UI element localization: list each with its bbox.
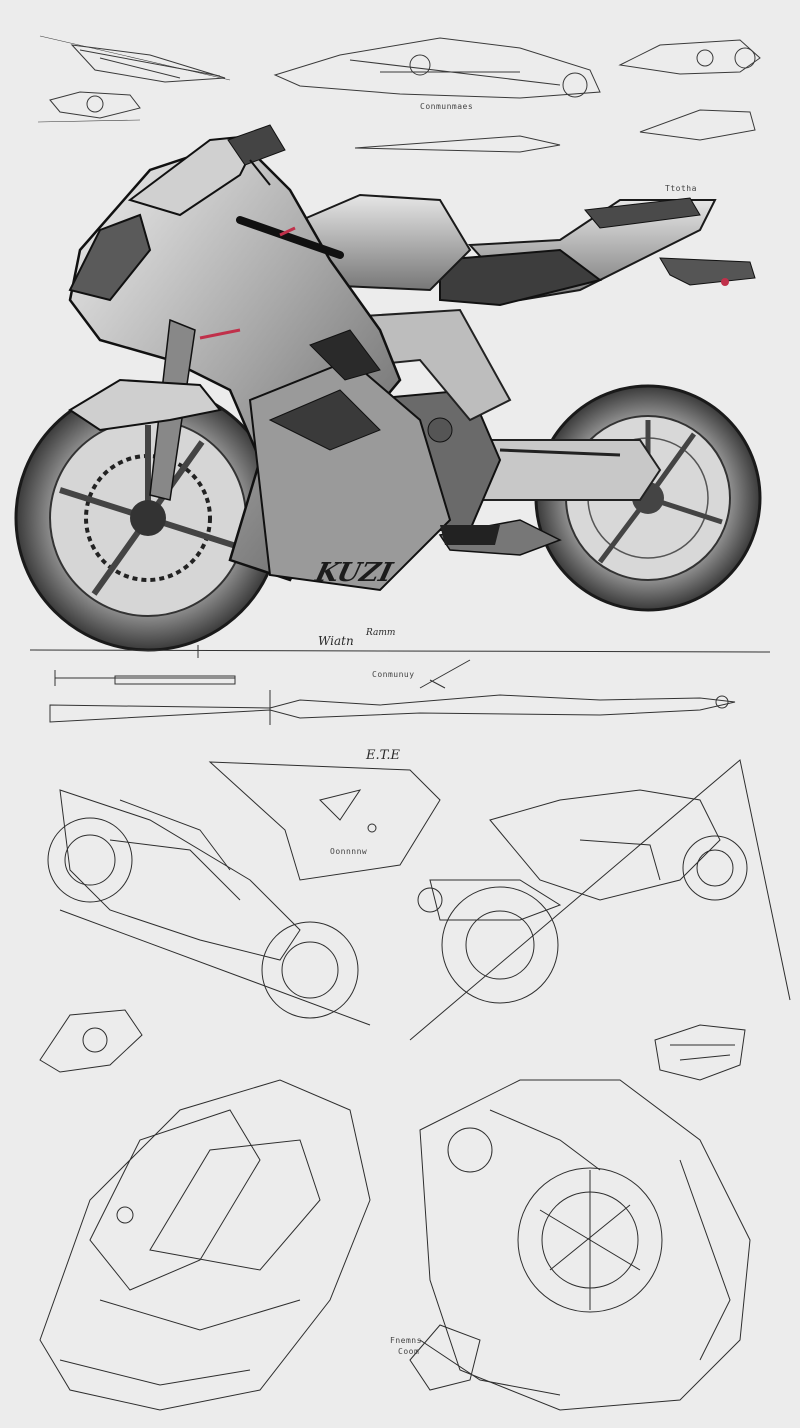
dimension-lines [29,645,771,725]
bike-badge: KUZI [312,558,396,588]
dimension-note: Wiatn [318,634,354,648]
bottom-note: Fnemns [390,1336,422,1345]
bottom-right-engine [419,1079,751,1411]
tail-note: Ttotha [665,184,697,193]
top-concept-sketches [37,35,761,153]
bottom-left-fairing [39,1079,371,1411]
main-motorcycle [14,124,762,652]
dimension-note-2: Ramm [366,628,396,638]
detail-note: Conmunuy [372,670,415,679]
lower-sketches [39,759,791,1411]
bottom-note-2: Coom [398,1347,420,1356]
right-sketch-bike [417,789,748,1004]
left-sketch-bike [47,789,371,1026]
top-note: Conmunmaes [420,102,474,111]
section-title: E.T.E [366,748,401,763]
front-wheel [14,384,282,652]
sketch-note-left: Oonnnnw [330,847,368,856]
